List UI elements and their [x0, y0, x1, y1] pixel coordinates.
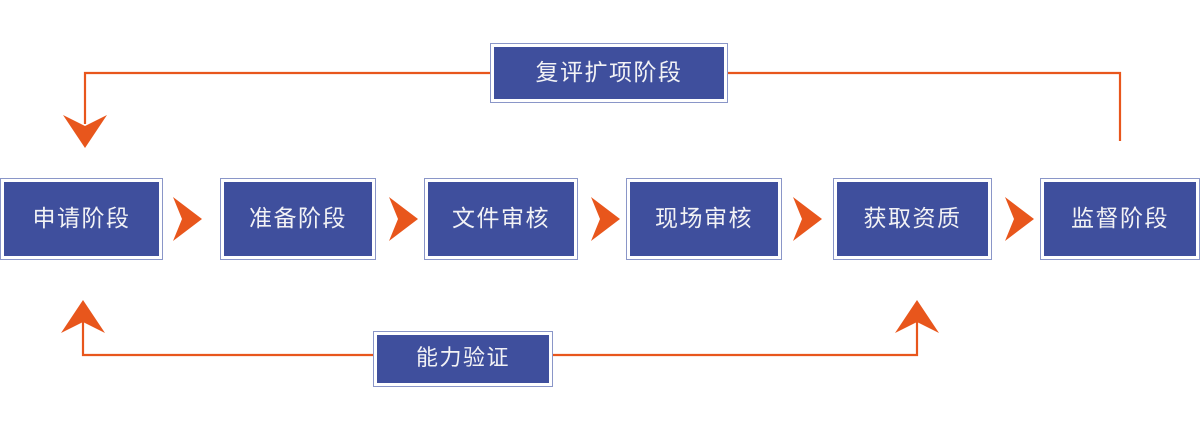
stage-box-5[interactable]: 获取资质	[833, 178, 992, 260]
arrow-up-icon-left	[61, 300, 105, 333]
chevron-right-icon	[1005, 197, 1034, 241]
feedback-box-top[interactable]: 复评扩项阶段	[490, 43, 728, 103]
chevron-right-icon	[173, 197, 202, 241]
chevron-right-icon	[591, 197, 620, 241]
stage-box-6-label: 监督阶段	[1071, 205, 1169, 232]
stage-box-4-label: 现场审核	[655, 205, 753, 232]
stage-box-4[interactable]: 现场审核	[626, 178, 782, 260]
chevron-right-icon	[793, 197, 822, 241]
feedback-box-bottom[interactable]: 能力验证	[373, 331, 553, 387]
arrow-up-icon-right	[895, 300, 939, 333]
feedback-box-top-label: 复评扩项阶段	[535, 59, 683, 86]
stage-box-1-label: 申请阶段	[32, 205, 131, 232]
stage-box-2[interactable]: 准备阶段	[220, 178, 376, 260]
stage-box-3[interactable]: 文件审核	[424, 178, 578, 260]
stage-box-2-label: 准备阶段	[249, 205, 347, 232]
chevron-right-icon	[389, 197, 418, 241]
stage-box-1[interactable]: 申请阶段	[0, 178, 163, 260]
feedback-box-bottom-label: 能力验证	[415, 346, 510, 371]
stage-box-6[interactable]: 监督阶段	[1040, 178, 1200, 260]
stage-box-5-label: 获取资质	[863, 205, 962, 232]
arrow-down-icon	[63, 115, 107, 148]
stage-box-3-label: 文件审核	[452, 205, 550, 232]
